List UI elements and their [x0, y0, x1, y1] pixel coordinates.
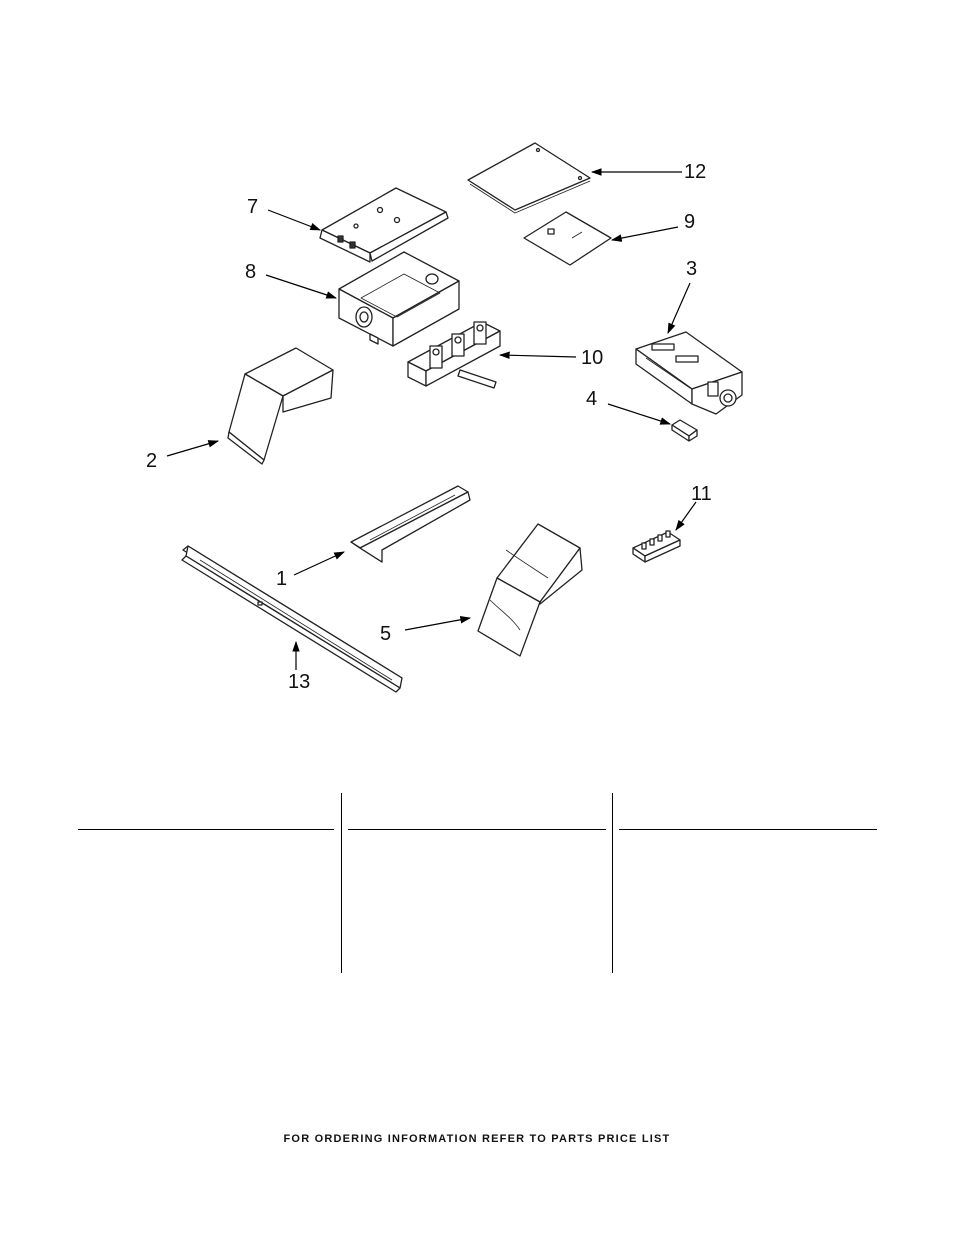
leader-4: [607, 403, 672, 425]
ordering-info-footer: FOR ORDERING INFORMATION REFER TO PARTS …: [283, 1133, 671, 1145]
part-5-channel-shield: [477, 523, 583, 657]
table-column-divider-2: [612, 793, 613, 973]
callout-8: 8: [245, 261, 257, 283]
callout-9: 9: [684, 211, 696, 233]
callout-3: 3: [686, 258, 698, 280]
leader-3: [667, 282, 691, 334]
part-1-rail: [350, 485, 471, 563]
part-3-latch-assembly: [635, 331, 743, 415]
part-9-insulator: [523, 211, 612, 266]
table-header-rule-col3: [619, 829, 877, 830]
callout-4: 4: [586, 388, 598, 410]
part-10-terminal-block: [407, 321, 501, 389]
leader-lines: [166, 168, 697, 670]
callout-12: 12: [684, 161, 707, 183]
callout-1: 1: [276, 568, 288, 590]
leader-8: [265, 274, 338, 299]
part-13-trim-strip: [181, 545, 403, 693]
part-11-connector: [632, 530, 681, 563]
leader-11: [675, 501, 697, 531]
leader-7: [267, 209, 322, 231]
part-4-small-block: [671, 419, 698, 442]
callout-10: 10: [581, 347, 604, 369]
leader-1: [293, 551, 345, 576]
part-7-mounting-bracket: [319, 187, 449, 263]
callout-11: 11: [691, 483, 712, 505]
leader-10: [498, 351, 577, 360]
exploded-parts-diagram: [166, 142, 743, 693]
table-header-rule-col1: [78, 829, 334, 830]
leader-2: [166, 440, 220, 457]
table-column-divider-1: [341, 793, 342, 973]
callout-2: 2: [146, 450, 158, 472]
callout-5: 5: [380, 623, 392, 645]
leader-5: [404, 616, 472, 631]
part-2-vent-duct: [227, 347, 334, 465]
part-8-terminal-box: [338, 251, 460, 347]
callout-7: 7: [247, 196, 259, 218]
part-12-cover-plate: [467, 142, 591, 214]
callout-13: 13: [288, 671, 311, 693]
leader-9: [610, 226, 679, 242]
table-header-rule-col2: [348, 829, 606, 830]
